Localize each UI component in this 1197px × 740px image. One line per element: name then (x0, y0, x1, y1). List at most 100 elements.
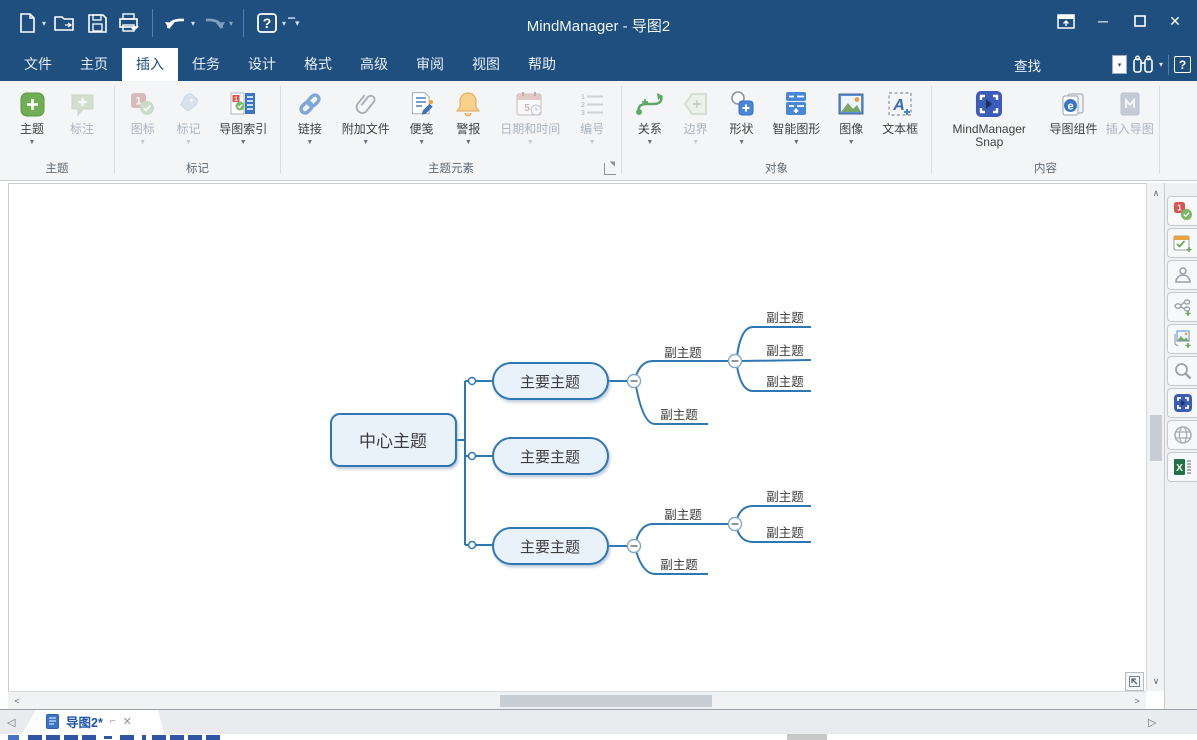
tab-review[interactable]: 审阅 (416, 56, 444, 72)
search-icon (1174, 363, 1191, 380)
panel-tab-snap[interactable] (1167, 388, 1197, 418)
scroll-down-arrow[interactable]: ∨ (1152, 675, 1160, 686)
vertical-scrollbar[interactable]: ∧ ∨ (1146, 183, 1164, 691)
scroll-left-arrow[interactable]: < (14, 696, 20, 706)
scroll-right-arrow[interactable]: > (1134, 696, 1140, 706)
collapse-button-sub3[interactable] (727, 516, 743, 532)
ribbon-item-smart-shape[interactable]: 智能图形 ▼ (769, 87, 823, 148)
panel-tab-web[interactable] (1167, 420, 1197, 450)
subtopic-1-2[interactable]: 副主题 (660, 407, 698, 422)
binoculars-icon[interactable] (1132, 55, 1154, 75)
find-dropdown[interactable]: ▾ (1111, 55, 1127, 74)
collapse-button-main3[interactable] (626, 538, 642, 554)
redo-button[interactable] (201, 9, 227, 37)
panel-tab-excel[interactable]: X (1167, 452, 1197, 482)
ribbon-item-textbox[interactable]: A 文本框 ▼ (879, 87, 921, 148)
horizontal-scrollbar[interactable]: < > (8, 691, 1146, 709)
ribbon-group-content: MindManager Snap e 导图组件 (932, 81, 1159, 180)
close-button[interactable]: ✕ (1169, 12, 1181, 29)
ribbon-item-attachment[interactable]: 附加文件 ▼ (339, 87, 393, 148)
tab-scroll-right-arrow[interactable]: ▷ (1148, 717, 1157, 729)
help-dropdown-arrow[interactable]: ▾ (282, 18, 287, 28)
right-panel-strip: 1 (1164, 183, 1197, 709)
open-file-button[interactable] (52, 9, 78, 37)
panel-tab-map-parts[interactable] (1167, 292, 1197, 322)
subtopic-1-1-3[interactable]: 副主题 (766, 374, 804, 389)
document-tab[interactable]: 导图2* ⌐ ✕ (22, 710, 164, 734)
redo-dropdown-arrow[interactable]: ▾ (229, 18, 234, 28)
subtopic-1-1-1[interactable]: 副主题 (766, 310, 804, 325)
collapse-button-main1[interactable] (626, 373, 642, 389)
subtopic-3-1-1[interactable]: 副主题 (766, 489, 804, 504)
help-button[interactable]: ? (1174, 56, 1191, 73)
ribbon-item-note[interactable]: 便笺 ▼ (404, 87, 440, 148)
svg-text:1: 1 (581, 94, 585, 101)
find-label[interactable]: 查找 (1013, 58, 1041, 74)
ribbon-item-shape[interactable]: 形状 ▼ (724, 87, 760, 148)
print-button[interactable] (116, 9, 142, 37)
tab-insert[interactable]: 插入 (122, 48, 178, 81)
note-icon (407, 89, 437, 119)
subtopic-3-2[interactable]: 副主题 (660, 557, 698, 572)
minimize-button[interactable]: ─ (1098, 13, 1108, 29)
tab-home[interactable]: 主页 (80, 56, 108, 72)
maximize-button[interactable] (1123, 8, 1157, 34)
new-dropdown-arrow[interactable]: ▾ (42, 18, 47, 28)
ribbon-item-alert[interactable]: 警报 ▼ (450, 87, 486, 148)
clipped-bottom-strip (0, 734, 1197, 740)
tab-popout-icon[interactable]: ⌐ (109, 716, 116, 727)
ribbon-item-image[interactable]: 图像 ▼ (833, 87, 869, 148)
vertical-scroll-thumb[interactable] (1150, 415, 1162, 461)
save-button[interactable] (84, 9, 110, 37)
panel-tab-task-info[interactable] (1167, 228, 1197, 258)
tab-scroll-left-arrow[interactable]: ◁ (7, 717, 16, 729)
subtopic-1-1-2[interactable]: 副主题 (766, 343, 804, 358)
ribbon-item-map-part[interactable]: e 导图组件 (1046, 87, 1100, 138)
main-topic-1[interactable]: 主要主题 (492, 362, 609, 400)
topic-elements-dialog-launcher[interactable] (604, 160, 616, 175)
tab-close-icon[interactable]: ✕ (122, 716, 132, 728)
ribbon-item-relationship[interactable]: 关系 ▼ (632, 87, 668, 148)
group-label-topic-elements: 主题元素 (428, 163, 474, 175)
ribbon-item-icon-marker: 1 图标 ▼ (125, 87, 161, 148)
ribbon-item-map-index[interactable]: 1 导图索引 ▼ (216, 87, 270, 148)
tab-design[interactable]: 设计 (248, 56, 276, 72)
tab-task[interactable]: 任务 (192, 56, 220, 72)
central-topic[interactable]: 中心主题 (330, 413, 457, 467)
image-icon (836, 89, 866, 119)
binoculars-dropdown-arrow[interactable]: ▾ (1158, 60, 1163, 69)
tab-help[interactable]: 帮助 (528, 56, 556, 72)
fit-map-button[interactable] (1125, 672, 1144, 691)
undo-button[interactable] (163, 9, 189, 37)
main-topic-3[interactable]: 主要主题 (492, 527, 609, 565)
qat-customize-icon[interactable]: ▔▾ (288, 17, 300, 28)
ribbon-item-snap[interactable]: MindManager Snap (934, 87, 1044, 151)
panel-tab-markers[interactable]: 1 (1167, 196, 1197, 226)
tab-view[interactable]: 视图 (472, 56, 500, 72)
tab-file[interactable]: 文件 (24, 56, 52, 72)
panel-tab-search[interactable] (1167, 356, 1197, 386)
subtopic-3-1-2[interactable]: 副主题 (766, 525, 804, 540)
ribbon-toggle-button[interactable] (1049, 8, 1083, 34)
shape-icon (727, 89, 757, 119)
new-document-button[interactable] (14, 9, 40, 37)
scroll-up-arrow[interactable]: ∧ (1152, 187, 1160, 198)
ribbon-item-topic[interactable]: 主题 ▼ (14, 87, 50, 148)
subtopic-1-1[interactable]: 副主题 (664, 345, 702, 360)
main-topic-2[interactable]: 主要主题 (492, 437, 609, 475)
ribbon-item-link[interactable]: 链接 ▼ (292, 87, 328, 148)
topic-add-icon (17, 89, 47, 119)
group-label-marks: 标记 (186, 163, 209, 175)
collapse-button-sub1[interactable] (727, 353, 743, 369)
horizontal-scroll-thumb[interactable] (500, 695, 712, 707)
subtopic-3-1[interactable]: 副主题 (664, 507, 702, 522)
svg-text:主要主题: 主要主题 (520, 374, 580, 391)
panel-tab-resources[interactable] (1167, 260, 1197, 290)
panel-tab-image-library[interactable] (1167, 324, 1197, 354)
group-label-objects: 对象 (765, 163, 788, 175)
qat-help-button[interactable]: ? (254, 9, 280, 37)
tab-advanced[interactable]: 高级 (360, 56, 388, 72)
map-canvas[interactable]: 中心主题 主要主题 主要主题 主要主题 副主题 副主题 副主题 副主题 副主题 (8, 183, 1146, 691)
undo-dropdown-arrow[interactable]: ▾ (191, 18, 196, 28)
tab-format[interactable]: 格式 (304, 56, 332, 72)
